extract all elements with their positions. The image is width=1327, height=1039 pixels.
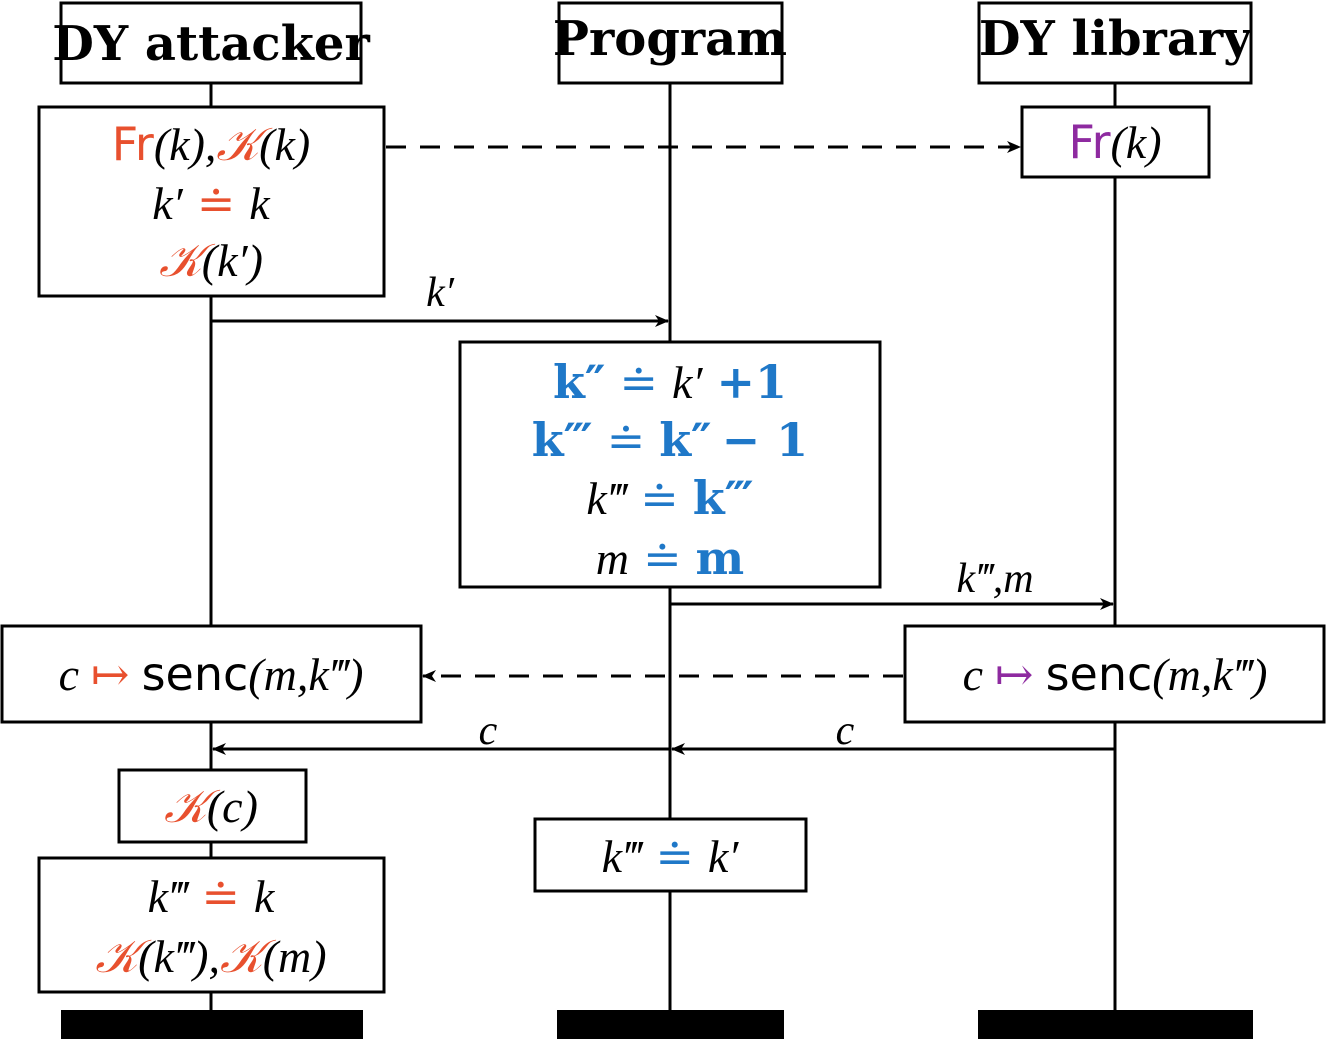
eq-symbol: ≐ (197, 178, 236, 229)
message-label-c-left: c (479, 708, 498, 754)
header-library-title: DY library (979, 11, 1253, 67)
attacker-senc-box: c↦senc(m,k‴) (0, 624, 423, 724)
maps-to-symbol: ↦ (91, 649, 130, 700)
message-label-km: k‴,m (956, 556, 1033, 602)
eq-rhs: k (249, 178, 271, 229)
library-senc-box: c↦senc(m,k‴) (903, 624, 1326, 724)
attacker-know-line: 𝒦(k′) (159, 233, 263, 287)
header-library: DY library (977, 1, 1253, 85)
attacker-box-3: k‴≐k 𝒦(k‴),𝒦(m) (37, 856, 386, 994)
attacker-box-1: Fr(k),𝒦(k) k′≐k 𝒦(k′) (37, 105, 386, 298)
knowledge-arg: (k) (259, 119, 310, 170)
library-box-1: Fr(k) (1020, 105, 1211, 179)
header-program-title: Program (553, 11, 787, 67)
program-line-4: m≐m (596, 531, 744, 585)
header-attacker: DY attacker (52, 1, 370, 85)
footer-bar-attacker (61, 1010, 363, 1039)
footer-bar-program (557, 1010, 784, 1039)
header-program: Program (553, 1, 787, 85)
attacker-box-2: 𝒦(c) (117, 768, 308, 844)
knowledge-arg: (k′) (202, 235, 263, 286)
program-line-2: k‴≐k″− 1 (532, 413, 808, 467)
fresh-fn: Fr (112, 117, 154, 171)
program-line-3: k‴≐k‴ (586, 471, 753, 525)
fresh-fn: Fr (1068, 115, 1110, 169)
attacker-eq-line-2: k‴≐k (148, 871, 276, 922)
attacker-know-c-line: 𝒦(c) (164, 779, 258, 833)
attacker-senc-line: c↦senc(m,k‴) (59, 647, 364, 701)
maps-to-symbol: ↦ (995, 649, 1034, 700)
program-line-1: k″≐k′+1 (553, 355, 787, 409)
message-label-c-right: c (836, 708, 855, 754)
attacker-fresh-line: Fr(k),𝒦(k) (112, 117, 310, 171)
fresh-arg: (k), (154, 119, 217, 170)
fresh-arg: (k) (1110, 117, 1161, 168)
footer-bar-library (978, 1010, 1253, 1039)
message-label-k1: k′ (426, 270, 455, 316)
attacker-know-line-2: 𝒦(k‴),𝒦(m) (95, 929, 326, 983)
program-check-line: k‴≐k′ (602, 831, 740, 882)
header-attacker-title: DY attacker (52, 16, 370, 72)
attacker-eq-line: k′ ≐ k (152, 178, 271, 229)
program-box-1: k″≐k′+1 k‴≐k″− 1 k‴≐k‴ m≐m (458, 340, 882, 589)
library-senc-line: c↦senc(m,k‴) (963, 647, 1268, 701)
library-fresh-line: Fr(k) (1068, 115, 1161, 169)
eq-lhs: k′ (152, 178, 183, 229)
program-box-2: k‴≐k′ (533, 817, 808, 893)
